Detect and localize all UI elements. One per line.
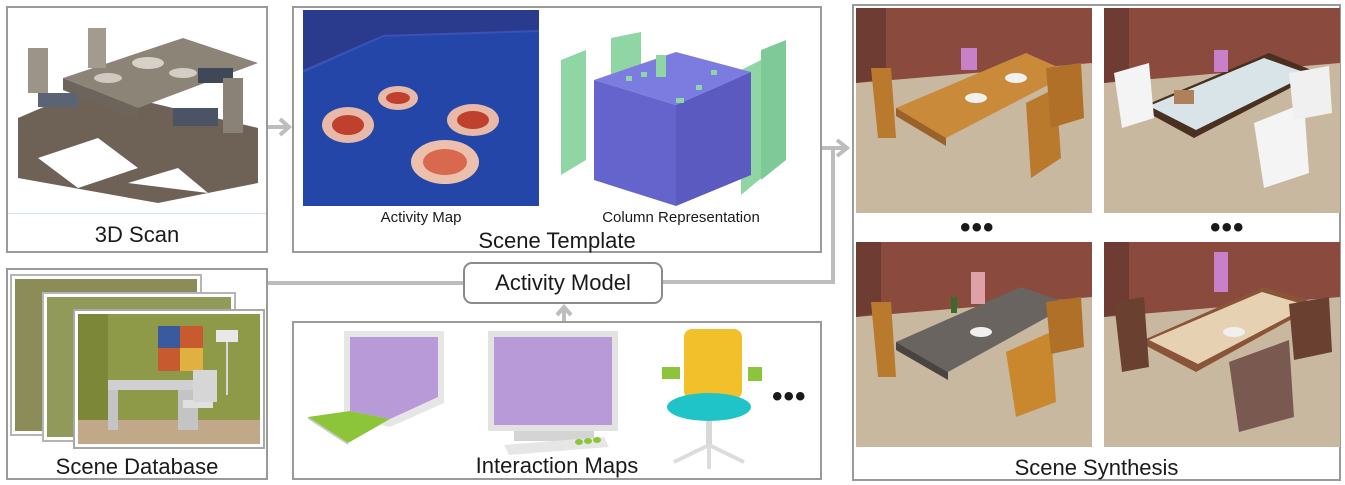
scene-database-caption: Scene Database xyxy=(55,454,219,479)
scan-panel: 3D Scan xyxy=(6,6,268,253)
scan-caption: 3D Scan xyxy=(94,222,180,247)
interaction-maps-panel: ••• Interaction Maps xyxy=(292,321,822,480)
scene-synthesis-caption: Scene Synthesis xyxy=(1014,455,1179,480)
scene-template-panel: Activity Map Column Representation Scene… xyxy=(292,6,822,253)
activity-model-label: Activity Model xyxy=(495,270,631,295)
laptop-interaction-image xyxy=(308,331,444,445)
arrow-scan-to-template xyxy=(268,117,293,137)
scene-template-caption: Scene Template xyxy=(478,228,636,253)
interaction-maps-caption: Interaction Maps xyxy=(475,453,639,478)
synthesis-ellipsis-left: ••• xyxy=(960,211,995,244)
chair-interaction-image xyxy=(662,329,762,469)
arrow-model-to-synthesis xyxy=(663,138,851,284)
activity-map-label: Activity Map xyxy=(380,209,462,226)
scene-synthesis-panel: ••• ••• Scene Synthesis xyxy=(852,4,1341,481)
activity-map-image xyxy=(303,10,539,206)
monitor-interaction-image xyxy=(488,331,618,455)
scene-database-image xyxy=(10,274,265,449)
arrow-database-to-model xyxy=(268,281,464,285)
synthesis-result-2 xyxy=(1104,8,1340,213)
synthesis-result-3 xyxy=(856,242,1092,447)
interaction-ellipsis: ••• xyxy=(772,380,807,413)
activity-model-box: Activity Model xyxy=(463,262,663,304)
synthesis-result-4 xyxy=(1104,242,1340,447)
column-representation-label: Column Representation xyxy=(602,209,760,226)
scene-database-panel: Scene Database xyxy=(6,268,268,480)
arrow-template-to-synthesis xyxy=(822,146,834,150)
synthesis-result-1 xyxy=(856,8,1092,213)
column-representation-image xyxy=(556,10,796,206)
synthesis-ellipsis-right: ••• xyxy=(1210,211,1245,244)
scan-image xyxy=(8,8,266,213)
